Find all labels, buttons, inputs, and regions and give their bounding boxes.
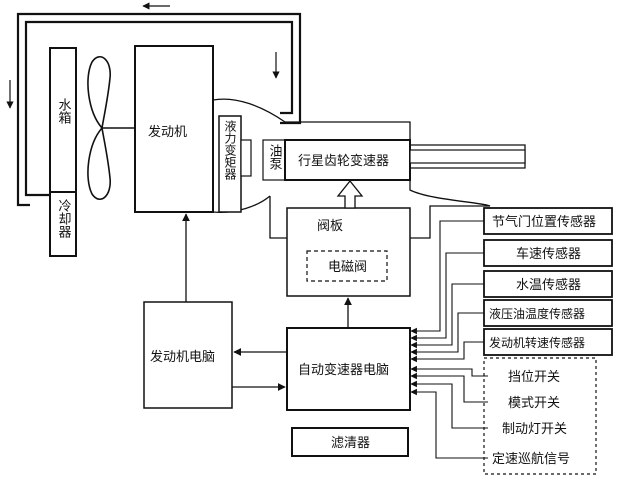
switch-label-3: 定速巡航信号 — [492, 451, 570, 467]
switch-panel — [483, 357, 597, 475]
sensor-signal-lines — [410, 220, 488, 459]
engine-ecu-label: 发动机电脑 — [150, 349, 215, 365]
torque-converter-hub — [240, 139, 252, 177]
hydraulic-arrow — [336, 179, 364, 209]
sensor-label-2: 水温传感器 — [516, 277, 581, 293]
radiator-label: 水箱 — [56, 98, 72, 124]
filter-box — [291, 427, 409, 457]
coolant-loop — [16, 12, 302, 207]
sensor-label-1: 车速传感器 — [516, 246, 581, 262]
radiator-box — [49, 47, 77, 193]
switch-label-1: 模式开关 — [508, 396, 560, 411]
torque-converter-label: 液力变矩器 — [223, 119, 237, 181]
cooler-label: 冷却器 — [56, 199, 72, 239]
sensor-label-3: 液压油温度传感器 — [489, 306, 585, 321]
sensor-box-1 — [483, 239, 613, 267]
sensor-box-3 — [483, 299, 613, 327]
output-shaft — [409, 149, 526, 164]
sensor-label-4: 发动机转速传感器 — [489, 335, 585, 350]
transmission-ecu-label: 自动变速器电脑 — [298, 362, 389, 378]
valve-body-label: 阀板 — [317, 219, 343, 234]
engine-label: 发动机 — [148, 124, 187, 140]
valve-body-box — [286, 207, 411, 297]
sensor-box-4 — [483, 328, 613, 356]
switch-label-2: 制动灯开关 — [502, 422, 567, 437]
sensor-box-2 — [483, 270, 613, 298]
cooler-box — [49, 191, 77, 257]
planetary-gearbox-box — [284, 139, 411, 181]
fan-icon — [87, 56, 111, 200]
filter-label: 滤清器 — [331, 436, 370, 451]
planetary-gearbox-label: 行星齿轮变速器 — [298, 153, 389, 169]
switch-label-0: 挡位开关 — [508, 370, 560, 385]
engine-ecu-box — [143, 301, 233, 409]
sensor-label-0: 节气门位置传感器 — [492, 214, 596, 230]
oil-pump-label: 油泵 — [267, 144, 283, 170]
transmission-ecu-box — [286, 327, 411, 411]
solenoid-valve-label: 电磁阀 — [328, 260, 367, 275]
solenoid-valve-box — [306, 250, 388, 282]
engine-box — [134, 45, 214, 213]
